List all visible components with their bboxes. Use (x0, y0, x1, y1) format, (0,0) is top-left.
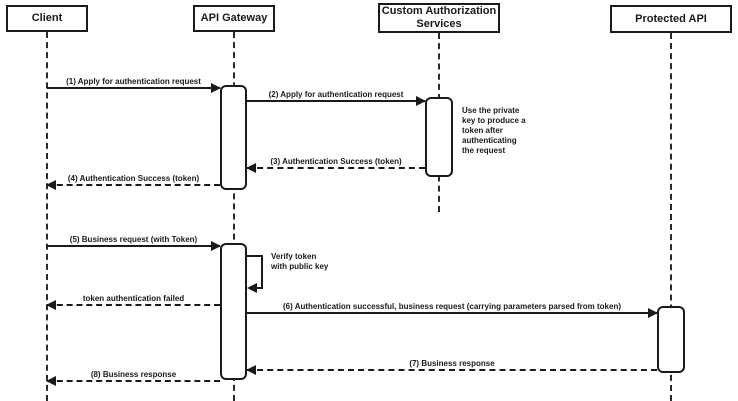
activation-protected-api (657, 306, 685, 373)
arrowhead-left-icon (246, 365, 256, 375)
lifeline-client (46, 32, 48, 401)
message-3-line (247, 167, 425, 169)
participant-api-gateway: API Gateway (193, 5, 275, 32)
arrowhead-left-icon (247, 283, 257, 293)
message-2-line (247, 100, 425, 102)
participant-protected-api: Protected API (610, 5, 732, 33)
arrowhead-right-icon (211, 83, 221, 93)
self-message-label: Verify token with public key (271, 252, 329, 271)
lifeline-protected-api (670, 33, 672, 401)
arrowhead-right-icon (648, 308, 658, 318)
message-7-line (247, 369, 657, 371)
participant-custom-auth-services: Custom Authorization Services (378, 3, 500, 33)
message-3-label: (3) Authentication Success (token) (270, 157, 402, 166)
message-8-label: (8) Business response (90, 370, 177, 379)
message-4-line (47, 184, 220, 186)
participant-custom-auth-services-label: Custom Authorization Services (381, 5, 497, 30)
self-message-top-line (247, 255, 263, 257)
activation-api-gateway-business (220, 243, 247, 380)
message-7-label: (7) Business response (409, 359, 495, 368)
message-5-line (47, 245, 220, 247)
activation-api-gateway-auth (220, 85, 247, 190)
self-message-bottom-line (253, 287, 263, 289)
message-token-auth-failed-line (47, 304, 220, 306)
self-message-right-line (261, 255, 263, 287)
arrowhead-left-icon (246, 163, 256, 173)
participant-client-label: Client (31, 12, 63, 24)
arrowhead-right-icon (416, 96, 426, 106)
message-4-label: (4) Authentication Success (token) (67, 174, 200, 183)
activation-custom-auth-services (425, 97, 453, 177)
message-6-label: (6) Authentication successful, business … (282, 302, 622, 311)
arrowhead-left-icon (46, 376, 56, 386)
note-private-key: Use the private key to produce a token a… (462, 106, 526, 155)
message-token-auth-failed-label: token authentication failed (82, 294, 185, 303)
message-8-line (47, 380, 220, 382)
message-1-label: (1) Apply for authentication request (66, 77, 201, 86)
participant-api-gateway-label: API Gateway (200, 12, 268, 24)
arrowhead-left-icon (46, 300, 56, 310)
message-2-label: (2) Apply for authentication request (268, 90, 404, 99)
arrowhead-right-icon (211, 241, 221, 251)
message-6-line (247, 312, 657, 314)
message-5-label: (5) Business request (with Token) (69, 235, 198, 244)
participant-protected-api-label: Protected API (635, 12, 707, 25)
arrowhead-left-icon (46, 180, 56, 190)
participant-client: Client (6, 5, 88, 32)
message-1-line (47, 87, 220, 89)
lifeline-api-gateway (233, 32, 235, 401)
